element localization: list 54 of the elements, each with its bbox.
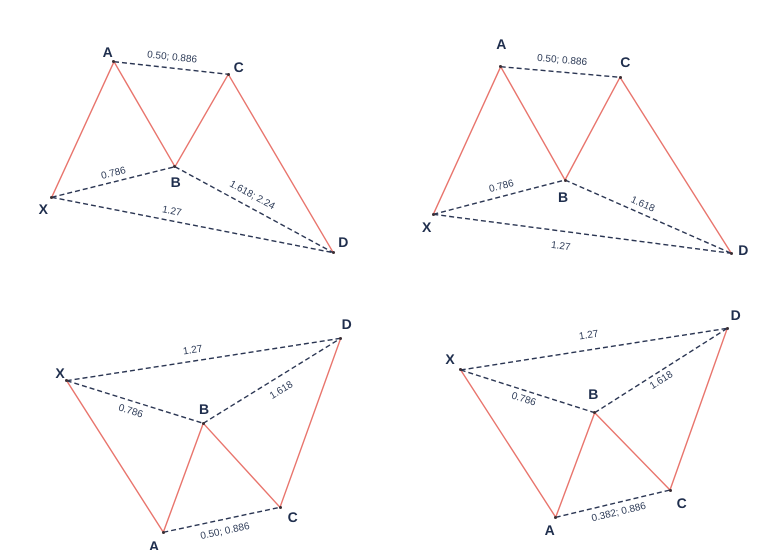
point-label: C xyxy=(286,510,299,524)
dashed-ratio-line xyxy=(114,61,228,75)
dashed-ratio-line xyxy=(163,506,280,533)
point-label: X xyxy=(421,220,432,234)
edge-label: 0.50; 0.886 xyxy=(198,520,252,542)
pattern-leg-line xyxy=(564,76,621,180)
dashed-ratio-line xyxy=(460,328,728,371)
pattern-leg-line xyxy=(500,66,566,180)
point-label: A xyxy=(102,44,114,59)
pattern-leg-line xyxy=(669,328,728,490)
dashed-ratio-line xyxy=(52,166,176,198)
point-label: B xyxy=(557,190,569,204)
pattern-leg-line xyxy=(555,412,596,518)
dashed-ratio-line xyxy=(594,328,728,414)
point-label: A xyxy=(544,522,556,537)
point-label: B xyxy=(198,402,210,416)
dashed-ratio-line xyxy=(556,489,670,518)
point-label: D xyxy=(730,308,742,322)
dashed-ratio-line xyxy=(52,196,334,254)
edge-label: 0.50; 0.886 xyxy=(145,48,198,66)
edge-label: 0.786 xyxy=(508,390,538,408)
dashed-ratio-line xyxy=(174,166,334,254)
edge-label: 1.27 xyxy=(576,328,600,342)
point-label: D xyxy=(337,235,350,249)
pattern-leg-line xyxy=(432,66,502,215)
point-label: X xyxy=(444,352,456,366)
point-label: X xyxy=(38,202,49,216)
point-label: D xyxy=(737,243,750,257)
pattern-leg-line xyxy=(619,76,732,254)
point-label: D xyxy=(340,317,353,331)
pattern-leg-line xyxy=(174,74,229,168)
dashed-ratio-line xyxy=(433,214,732,254)
pattern-leg-line xyxy=(66,380,164,533)
dashed-ratio-line xyxy=(66,380,204,424)
point-label: B xyxy=(170,174,182,189)
point-label: C xyxy=(676,496,688,510)
edge-label: 0.50; 0.886 xyxy=(536,52,589,68)
point-label: C xyxy=(232,60,245,74)
dashed-ratio-line xyxy=(564,179,732,254)
dashed-ratio-line xyxy=(460,369,595,414)
point-label: C xyxy=(619,55,632,69)
pattern-leg-line xyxy=(113,61,176,168)
dashed-ratio-line xyxy=(500,66,620,78)
pattern-leg-line xyxy=(594,412,670,490)
point-label: X xyxy=(54,366,66,380)
point-label: A xyxy=(495,37,508,51)
pattern-leg-line xyxy=(202,422,281,508)
pattern-leg-line xyxy=(162,423,204,533)
pattern-leg-line xyxy=(460,370,556,518)
dashed-ratio-line xyxy=(66,338,341,382)
pattern-leg-line xyxy=(51,61,115,198)
pattern-leg-line xyxy=(228,74,334,254)
pattern-leg-line xyxy=(279,338,342,508)
point-label: B xyxy=(587,387,600,401)
